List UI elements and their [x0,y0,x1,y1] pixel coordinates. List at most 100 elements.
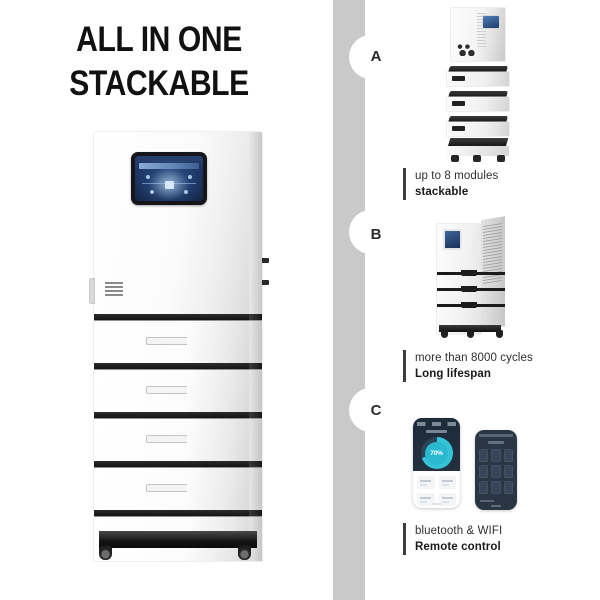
display-dot [188,175,193,180]
vent-grille [105,282,123,298]
side-handle [89,278,95,304]
caption-a-line1: up to 8 modules [415,170,499,182]
exploded-battery-module [447,116,509,137]
display-screen [443,229,462,250]
divider-rail [333,0,393,600]
display-dot [183,190,188,195]
exploded-battery-module [447,91,509,112]
battery-module [94,468,262,510]
control-tile[interactable] [491,449,501,462]
battery-module [94,419,262,461]
control-tile[interactable] [503,481,513,494]
rail-notch-a [349,35,393,79]
module-handle [146,337,187,345]
rail-notch-b [349,210,393,254]
module-band [94,510,262,517]
right-panel: A [365,0,600,600]
base-plinth [99,531,257,548]
module-band [94,461,262,468]
tower-unit [437,216,507,338]
exploded-battery-module [447,66,509,87]
caster-wheel [496,330,503,338]
module-handle [461,286,477,292]
feature-section-a: A [365,0,600,210]
control-tile[interactable] [491,465,501,478]
side-connector [260,280,269,285]
module-handle [461,302,477,308]
app-title [488,441,504,444]
battery-ring-gauge: 70% [420,437,453,469]
module-body [447,122,509,136]
control-tile[interactable] [479,481,489,494]
app-title [426,430,447,433]
caption-c-line2: Remote control [415,541,501,553]
home-indicator [431,503,442,505]
app-footer-label [480,500,494,502]
app-header: 70% [413,418,460,471]
control-tile[interactable] [503,449,513,462]
stat-card[interactable] [417,476,435,489]
caster-wheel [238,545,251,560]
port-panel [456,43,478,56]
stat-card[interactable] [417,493,435,506]
battery-percent-label: 70% [425,441,448,465]
exploded-inverter-head [451,8,505,61]
hero-display-screen [131,152,207,205]
hero-display-content [135,156,203,201]
base-foot [451,155,459,162]
base-body [447,146,509,156]
display-dot [145,175,150,180]
stat-card[interactable] [438,493,456,506]
status-bar [479,434,513,437]
control-tile[interactable] [503,465,513,478]
section-badge-b: B [370,226,382,243]
phone-app-overview[interactable]: 70% [413,418,460,508]
stat-card[interactable] [438,476,456,489]
page-title-line2: STACKABLE [69,64,249,103]
display-dot [149,190,154,195]
caption-c: bluetooth & WIFI Remote control [403,523,502,555]
page-title: ALL IN ONE STACKABLE [22,18,295,106]
module-band [94,363,262,370]
battery-module [94,321,262,363]
inverter-head [89,132,269,314]
control-tile[interactable] [491,481,501,494]
feature-section-c: C 70% [365,390,600,600]
rail-notch-c [349,388,393,432]
section-badge-a: A [370,48,382,65]
assembled-tower-image [437,216,527,340]
module-handle [146,386,187,394]
mobile-app-phones-image: 70% [413,418,543,513]
display-screen [482,15,500,29]
control-tile[interactable] [479,465,489,478]
side-connector [260,258,269,263]
app-stat-cards [417,476,456,506]
caster-wheel [441,330,448,338]
exploded-base-unit [447,138,509,162]
caster-wheel [99,545,112,560]
caption-c-line1: bluetooth & WIFI [415,525,503,537]
module-band [94,412,262,419]
feature-section-b: B [365,210,600,390]
caption-b: more than 8000 cycles Long lifespan [403,350,533,382]
base-foot [497,155,505,162]
module-handle [461,270,477,276]
display-topbar [139,163,199,170]
module-band [94,314,262,321]
display-center-node [165,181,174,190]
base-plinth [439,325,501,332]
control-tile-grid [479,449,513,494]
page-title-line1: ALL IN ONE [76,20,242,59]
control-tile[interactable] [479,449,489,462]
module-handle [146,484,187,492]
phone-app-controls[interactable] [475,430,517,510]
hero-product-image [89,132,269,561]
module-body [447,97,509,111]
vent-grille [477,13,486,47]
caption-a-line2: stackable [415,186,469,198]
battery-module [94,370,262,412]
left-panel: ALL IN ONE STACKABLE [22,18,295,561]
module-body [447,72,509,86]
caster-wheel [467,330,474,338]
